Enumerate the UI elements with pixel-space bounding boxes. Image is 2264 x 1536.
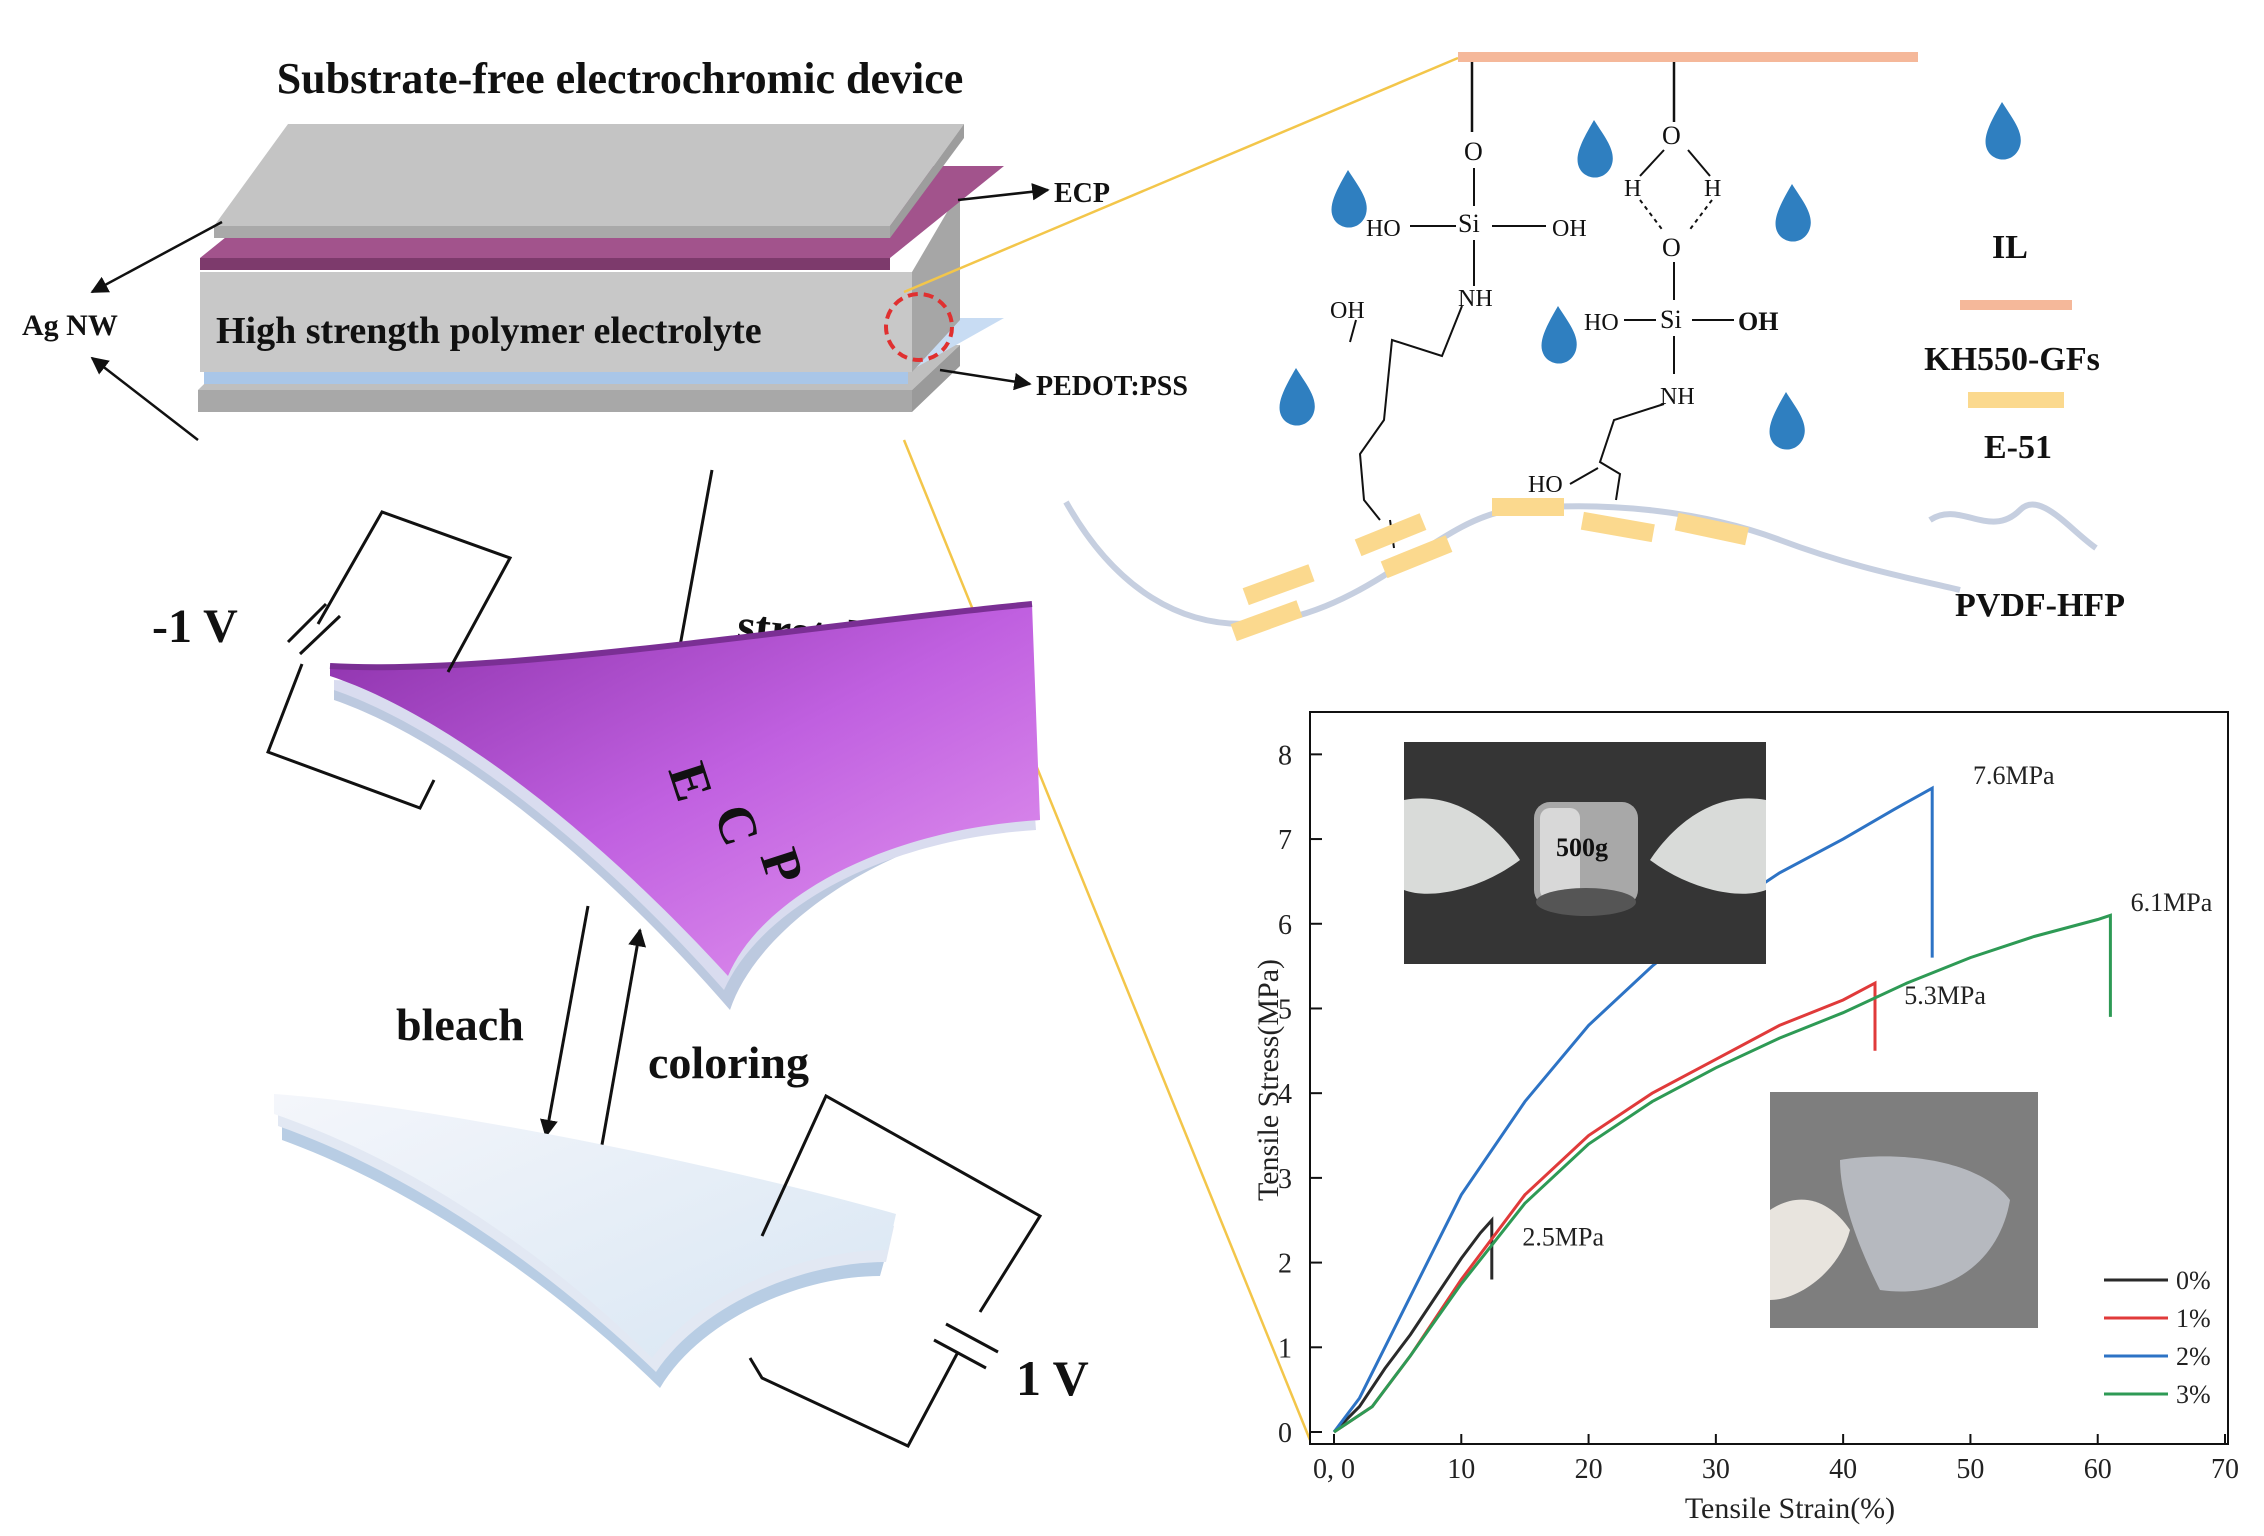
pedot-label: PEDOT:PSS — [1036, 371, 1188, 402]
series-line-3pct — [1333, 913, 2112, 1434]
x-tick-label: 20 — [1575, 1454, 1603, 1485]
agnw-arrow-bottom — [90, 356, 199, 441]
coloring-label: coloring — [648, 1037, 809, 1088]
atom-o: O — [1464, 137, 1483, 166]
atom-ho: HO — [1528, 472, 1563, 498]
top-electrode-layer — [214, 124, 964, 226]
y-tick-label: 6 — [1278, 910, 1292, 941]
ecp-arrow — [957, 183, 1050, 202]
inset-photo-flexible-film — [1770, 1092, 2038, 1328]
circuit-positive — [748, 1093, 1043, 1448]
atom-ho: HO — [1366, 216, 1401, 242]
electrolyte-label: High strength polymer electrolyte — [216, 310, 762, 352]
circuit-negative — [266, 510, 513, 810]
y-tick-label: 1 — [1278, 1333, 1292, 1364]
agnw-label: Ag NW — [22, 309, 118, 342]
atom-h: H — [1704, 176, 1721, 202]
series-line-2pct — [1332, 785, 1934, 1433]
x-tick-label: 70 — [2211, 1454, 2239, 1485]
electrolyte-layer — [200, 272, 912, 372]
device-stack — [198, 124, 1004, 412]
atom-h: H — [1624, 176, 1641, 202]
atom-nh: NH — [1458, 286, 1493, 312]
legend-entry: 1% — [2176, 1304, 2211, 1333]
atom-oh: OH — [1330, 298, 1365, 324]
legend-entry: 0% — [2176, 1266, 2211, 1295]
zoom-line-bottom — [902, 439, 1312, 1441]
zoom-circle — [884, 292, 954, 362]
il-droplets — [1279, 102, 2021, 450]
chart-x-axis-label: Tensile Strain(%) — [1685, 1492, 1895, 1525]
chemistry-scheme: O Si HO OH NH OH O H H O Si HO OH NH HO — [1063, 52, 2125, 642]
bleach-label: bleach — [396, 999, 524, 1050]
stress-strain-chart: 0, 0 10 20 30 40 50 60 70 0 1 2 3 4 5 6 7 8 2.5MPa 5.3MPa… — [1252, 711, 2239, 1525]
y-tick-label: 7 — [1278, 825, 1292, 856]
zoom-line-top — [903, 56, 1459, 294]
legend-pvdf-swatch — [1928, 501, 2098, 551]
y-tick-label: 0 — [1278, 1418, 1292, 1449]
pedot-arrow — [939, 368, 1032, 391]
legend-il-label: IL — [1992, 229, 2028, 266]
colored-film — [329, 601, 1040, 1010]
coloring-arrow — [598, 928, 647, 1157]
atom-si: Si — [1458, 209, 1480, 238]
atom-o: O — [1662, 121, 1681, 150]
pvdf-chain — [1063, 500, 1961, 627]
x-tick-label: 50 — [1956, 1454, 1984, 1485]
series-annotation: 7.6MPa — [1973, 761, 2055, 790]
y-tick-label: 3 — [1278, 1164, 1292, 1195]
legend-entry: 2% — [2176, 1342, 2211, 1371]
atom-nh: NH — [1660, 384, 1695, 410]
series-annotation: 2.5MPa — [1522, 1223, 1604, 1252]
atom-o: O — [1662, 233, 1681, 262]
kh550-bar — [1458, 52, 1918, 62]
device-title: Substrate-free electrochromic device — [277, 54, 964, 103]
voltage-positive-label: 1 V — [1016, 1350, 1089, 1406]
agnw-arrow-top — [90, 220, 223, 294]
atom-ho: HO — [1584, 310, 1619, 336]
y-tick-label: 5 — [1278, 994, 1292, 1025]
bleach-arrow — [540, 905, 590, 1138]
inset-photo-weight: 500g — [1404, 742, 1766, 964]
y-tick-label: 4 — [1278, 1079, 1292, 1110]
legend-e51-label: E-51 — [1984, 429, 2052, 466]
x-tick-label: 10 — [1447, 1454, 1475, 1485]
series-annotation: 5.3MPa — [1904, 981, 1986, 1010]
atom-oh: OH — [1738, 307, 1778, 336]
chart-y-axis-label: Tensile Stress(MPa) — [1252, 959, 1285, 1201]
x-tick-label: 30 — [1702, 1454, 1730, 1485]
series-annotation: 6.1MPa — [2131, 888, 2213, 917]
voltage-negative-label: -1 V — [152, 600, 238, 653]
legend-e51-swatch — [1968, 392, 2064, 408]
series-line-0pct — [1332, 1216, 1494, 1434]
stretch-arrow — [670, 469, 714, 670]
x-tick-label: 60 — [2084, 1454, 2112, 1485]
atom-si: Si — [1660, 305, 1682, 334]
legend-kh550-label: KH550-GFs — [1924, 341, 2100, 378]
atom-oh: OH — [1552, 216, 1587, 242]
legend-kh550-swatch — [1960, 300, 2072, 310]
inset-weight-label: 500g — [1556, 833, 1608, 862]
legend-pvdf-label: PVDF-HFP — [1955, 587, 2125, 624]
ecp-label: ECP — [1054, 178, 1110, 209]
y-tick-label: 8 — [1278, 740, 1292, 771]
legend-il-icon — [1985, 102, 2021, 160]
y-tick-label: 2 — [1278, 1249, 1292, 1280]
chart-frame — [1309, 711, 2229, 1445]
legend-entry: 3% — [2176, 1380, 2211, 1409]
x-tick-label: 40 — [1829, 1454, 1857, 1485]
bleached-film — [274, 1094, 896, 1388]
x-tick-label: 0, 0 — [1313, 1454, 1355, 1485]
